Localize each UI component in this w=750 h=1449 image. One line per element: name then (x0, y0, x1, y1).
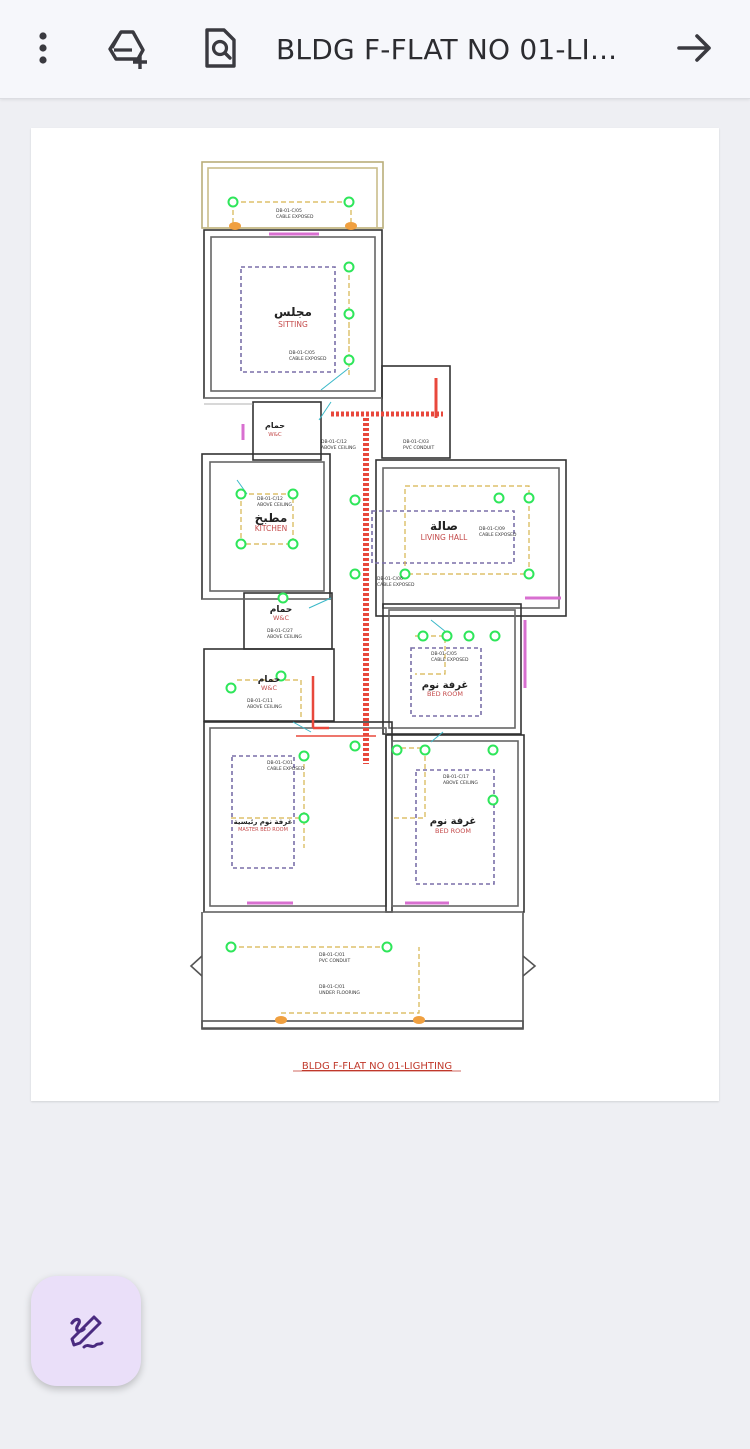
svg-text:ABOVE CEILING: ABOVE CEILING (267, 634, 302, 640)
top-app-bar: BLDG F-FLAT NO 01-LI... (0, 0, 750, 99)
svg-text:DB-01-C/01: DB-01-C/01 (319, 984, 345, 990)
svg-text:DB-01-C/03: DB-01-C/03 (403, 439, 429, 445)
svg-text:PVC CONDUIT: PVC CONDUIT (403, 445, 435, 451)
svg-text:ABOVE CEILING: ABOVE CEILING (247, 704, 282, 710)
svg-text:CABLE EXPOSED: CABLE EXPOSED (267, 766, 305, 772)
find-in-page-icon[interactable] (196, 24, 244, 72)
room-label-living-ar: صالة (430, 519, 458, 533)
room-label-bed1-en: BED ROOM (427, 690, 463, 698)
svg-text:CABLE EXPOSED: CABLE EXPOSED (479, 532, 517, 538)
svg-text:DB-01-C/01: DB-01-C/01 (319, 952, 345, 958)
room-label-bed1-ar: غرفة نوم (422, 680, 469, 691)
annotate-fab-button[interactable] (31, 1276, 141, 1386)
svg-text:DB-01-C/05: DB-01-C/05 (431, 651, 457, 657)
room-label-wc2-en: W&C (273, 614, 289, 622)
svg-text:UNDER FLOORING: UNDER FLOORING (319, 990, 360, 996)
svg-text:PVC CONDUIT: PVC CONDUIT (319, 958, 351, 964)
document-title: BLDG F-FLAT NO 01-LI... (276, 33, 618, 66)
svg-text:DB-01-C/01: DB-01-C/01 (267, 760, 293, 766)
svg-text:CABLE EXPOSED: CABLE EXPOSED (377, 582, 415, 588)
svg-text:DB-01-C/09: DB-01-C/09 (479, 526, 505, 532)
room-label-kitchen-ar: مطبخ (255, 511, 288, 525)
room-label-bed2-ar: غرفة نوم (430, 816, 477, 827)
room-label-wc3-en: W&C (261, 684, 277, 692)
svg-text:ABOVE CEILING: ABOVE CEILING (321, 445, 356, 451)
room-label-kitchen-en: KITCHEN (255, 524, 288, 533)
svg-text:DB-01-C/05: DB-01-C/05 (276, 208, 302, 214)
svg-text:DB-01-C/06: DB-01-C/06 (377, 576, 403, 582)
room-label-wc1-en: W&C (268, 432, 282, 438)
pen-scribble-icon (70, 1315, 104, 1349)
room-label-sitting-ar: مجلس (274, 305, 312, 319)
svg-text:CABLE EXPOSED: CABLE EXPOSED (276, 214, 314, 220)
arrow-forward-icon[interactable] (671, 24, 719, 72)
room-label-bed2-en: BED ROOM (435, 827, 471, 835)
room-label-sitting-en: SITTING (278, 320, 308, 329)
room-label-master-ar: غرفة نوم رئيسية (234, 818, 293, 826)
svg-text:DB-01-C/12: DB-01-C/12 (321, 439, 347, 445)
svg-text:DB-01-C/17: DB-01-C/17 (443, 774, 469, 780)
svg-text:ABOVE CEILING: ABOVE CEILING (443, 780, 478, 786)
room-label-master-en: MASTER BED ROOM (238, 827, 288, 833)
svg-text:DB-01-C/27: DB-01-C/27 (267, 628, 293, 634)
drawing-caption: BLDG F-FLAT NO 01-LIGHTING (302, 1061, 452, 1072)
svg-text:CABLE EXPOSED: CABLE EXPOSED (289, 356, 327, 362)
room-label-living-en: LIVING HALL (421, 533, 468, 542)
more-vert-icon[interactable] (19, 24, 67, 72)
room-label-wc2-ar: حمام (270, 605, 293, 615)
svg-text:CABLE EXPOSED: CABLE EXPOSED (431, 657, 469, 663)
room-label-wc1-ar: حمام (265, 421, 285, 430)
room-label-wc3-ar: حمام (258, 675, 281, 685)
drive-add-icon[interactable] (104, 24, 152, 72)
svg-text:DB-01-C/11: DB-01-C/11 (247, 698, 273, 704)
svg-text:DB-01-C/05: DB-01-C/05 (289, 350, 315, 356)
svg-text:ABOVE CEILING: ABOVE CEILING (257, 502, 292, 508)
svg-text:DB-01-C/12: DB-01-C/12 (257, 496, 283, 502)
